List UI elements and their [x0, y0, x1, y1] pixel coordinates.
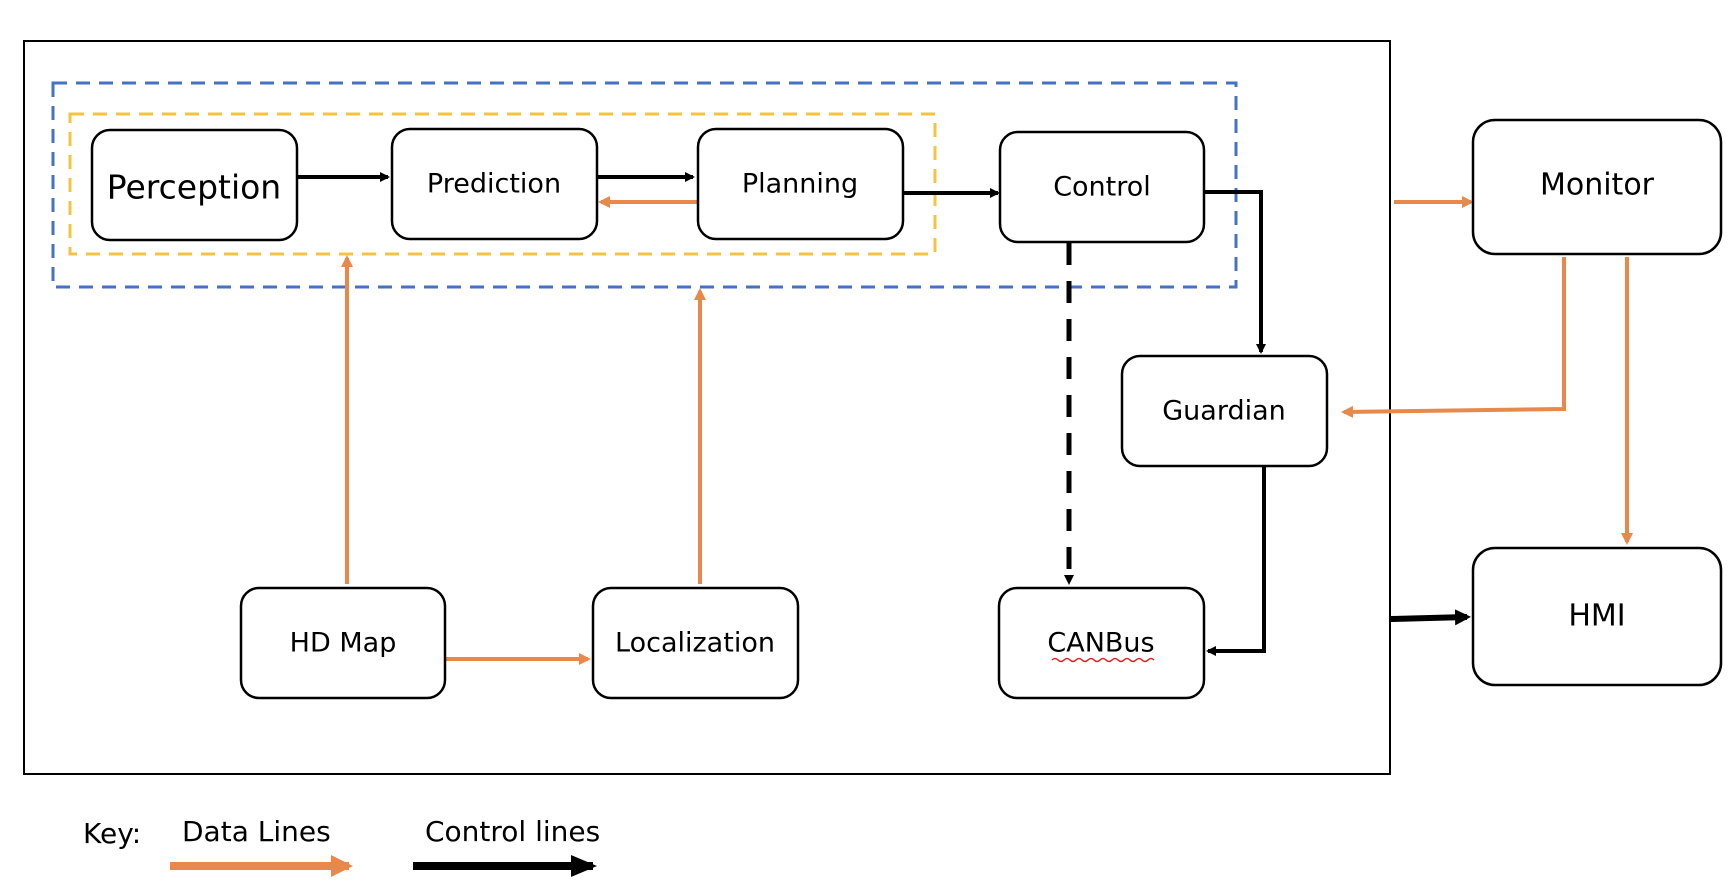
- key-title: Key:: [83, 817, 141, 850]
- system-boundary: [23, 40, 1391, 775]
- control-to-guardian-line: [1204, 190, 1266, 354]
- planning-label: Planning: [742, 169, 858, 200]
- localization-label: Localization: [615, 628, 775, 659]
- perception-node[interactable]: Perception: [90, 128, 299, 242]
- key-control-lines-label: Control lines: [425, 815, 600, 848]
- guardian-to-canbus-line: [1206, 467, 1266, 656]
- guardian-node[interactable]: Guardian: [1120, 354, 1329, 468]
- system-to-hmi-line: [1390, 609, 1471, 626]
- inner-dashed-group: [68, 112, 937, 256]
- canbus-label: CANBus: [1047, 628, 1154, 659]
- monitor-node[interactable]: Monitor: [1471, 118, 1723, 256]
- key-data-lines-label: Data Lines: [182, 815, 331, 848]
- hdmap-label: HD Map: [290, 628, 397, 659]
- hmi-label: HMI: [1568, 599, 1625, 634]
- prediction-node[interactable]: Prediction: [390, 127, 599, 241]
- planning-node[interactable]: Planning: [696, 127, 905, 241]
- perception-label: Perception: [107, 168, 281, 207]
- localization-node[interactable]: Localization: [591, 586, 800, 700]
- prediction-label: Prediction: [427, 169, 561, 200]
- spellcheck-underline: [1051, 657, 1155, 663]
- outer-dashed-group: [51, 81, 1238, 289]
- hdmap-node[interactable]: HD Map: [239, 586, 447, 700]
- hmi-node[interactable]: HMI: [1471, 546, 1723, 687]
- control-label: Control: [1053, 172, 1151, 203]
- monitor-to-guardian-line: [1341, 257, 1566, 418]
- guardian-label: Guardian: [1162, 396, 1286, 427]
- control-node[interactable]: Control: [998, 130, 1206, 244]
- canbus-node[interactable]: CANBus: [997, 586, 1206, 700]
- monitor-label: Monitor: [1540, 168, 1655, 203]
